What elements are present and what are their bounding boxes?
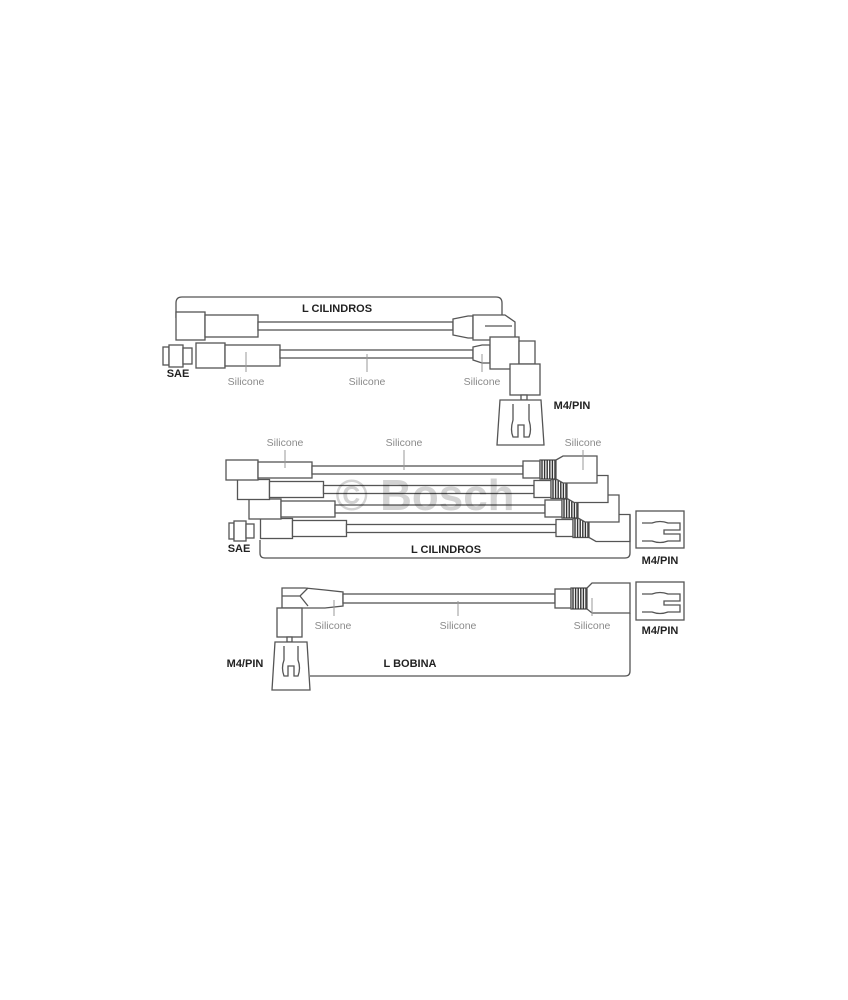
watermark: © Bosch [335, 471, 514, 520]
material-label: Silicone [565, 437, 602, 449]
material-label: Silicone [315, 620, 352, 632]
material-label: Silicone [574, 620, 611, 632]
length-label: L CILINDROS [302, 303, 372, 315]
cable [225, 455, 598, 484]
material-label: Silicone [267, 437, 304, 449]
cable [162, 336, 545, 446]
material-label: Silicone [349, 376, 386, 388]
m4-pin-terminal [496, 399, 545, 446]
top-cable-set: L CILINDROS [162, 296, 591, 446]
cables [225, 455, 631, 543]
material-label: Silicone [464, 376, 501, 388]
length-label: L CILINDROS [411, 544, 481, 556]
terminal-label: M4/PIN [227, 658, 264, 670]
m4-pin-terminal [635, 510, 685, 549]
material-label: Silicone [440, 620, 477, 632]
terminal-label: M4/PIN [554, 400, 591, 412]
terminal-label: M4/PIN [642, 625, 679, 637]
cable [175, 311, 516, 341]
sae-nut [162, 344, 193, 368]
cable [259, 513, 631, 543]
length-bracket [310, 613, 631, 677]
sae-label: SAE [167, 368, 190, 380]
material-label: Silicone [386, 437, 423, 449]
length-bracket [175, 296, 503, 322]
terminal-label: M4/PIN [642, 555, 679, 567]
material-label: Silicone [228, 376, 265, 388]
middle-cable-set: Silicone Silicone Silicone SAE L CILINDR… [225, 437, 685, 567]
m4-pin-terminal [635, 581, 685, 621]
sae-nut [228, 520, 255, 542]
sae-label: SAE [228, 543, 251, 555]
m4-pin-terminal [271, 641, 311, 691]
cable [271, 581, 685, 691]
length-bracket [259, 515, 631, 559]
length-label: L BOBINA [384, 658, 437, 670]
bottom-cable-set: Silicone Silicone Silicone M4/PIN M4/PIN… [227, 581, 685, 691]
